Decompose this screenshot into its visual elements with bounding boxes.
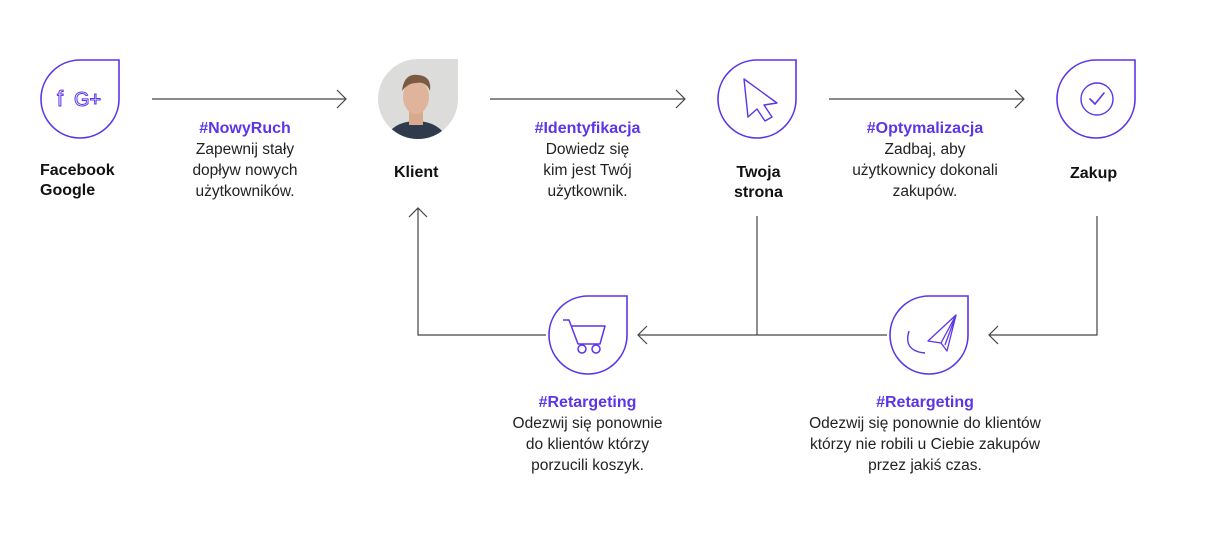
step-description: Odezwij się ponownie do klientów którzy … [512,415,663,474]
arrow-source-to-client [152,89,347,109]
step-tag: #Retargeting [876,394,974,411]
step-identification: #Identyfikacja Dowiedz się kim jest Twój… [500,118,675,202]
step-tag: #NowyRuch [199,120,291,137]
step-description: Zapewnij stały dopływ nowych użytkownikó… [192,141,298,200]
node-label-client: Klient [394,164,439,181]
step-description: Odezwij się ponownie do klientów którzy … [809,415,1041,474]
cursor-arrow-icon [717,59,797,139]
step-description: Dowiedz się kim jest Twój użytkownik. [543,141,632,200]
arrow-client-to-website [490,89,686,109]
step-optimization: #Optymalizacja Zadbaj, aby użytkownicy d… [825,118,1025,202]
node-label-purchase: Zakup [1070,165,1118,182]
arrow-cart-to-client [408,207,546,336]
step-tag: #Optymalizacja [866,120,984,137]
svg-text:f: f [57,86,64,111]
step-mail-retargeting: #Retargeting Odezwij się ponownie do kli… [770,392,1080,476]
node-label-website: Twoja strona [734,164,783,201]
checkmark-circle-icon [1056,59,1136,139]
shopping-cart-icon [548,295,628,375]
step-tag: #Identyfikacja [534,120,641,137]
svg-text:G+: G+ [74,89,101,111]
arrow-purchase-to-mail-retargeting [988,216,1098,345]
facebook-google-plus-icon: f G+ [40,59,120,139]
paper-plane-icon [889,295,969,375]
arrow-to-cart-retargeting [637,216,887,345]
step-cart-retargeting: #Retargeting Odezwij się ponownie do kli… [485,392,690,476]
step-new-traffic: #NowyRuch Zapewnij stały dopływ nowych u… [160,118,330,202]
arrow-website-to-purchase [829,89,1025,109]
client-photo [378,59,458,139]
step-description: Zadbaj, aby użytkownicy dokonali zakupów… [852,141,998,200]
node-label-source: Facebook Google [40,162,115,199]
step-tag: #Retargeting [538,394,637,411]
